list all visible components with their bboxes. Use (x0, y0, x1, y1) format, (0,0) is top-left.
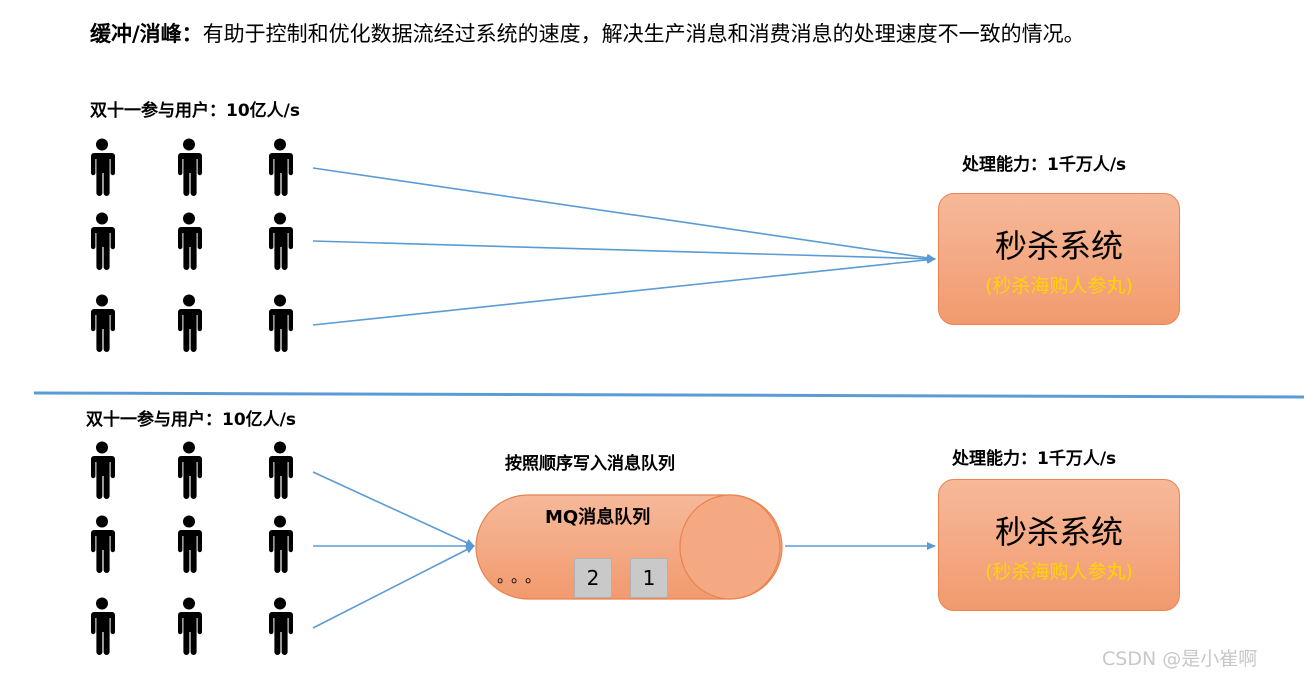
bottom-system-subtitle: (秒杀海购人参丸) (985, 560, 1133, 583)
mq-dots: 。。。 (497, 567, 548, 586)
person-icon (269, 515, 293, 573)
person-icon (91, 515, 115, 573)
person-icon (269, 597, 293, 655)
mq-cylinder-cap (679, 494, 781, 600)
title-text: 有助于控制和优化数据流经过系统的速度，解决生产消息和消费消息的处理速度不一致的情… (202, 22, 1085, 46)
watermark: CSDN @是小崔啊 (1102, 648, 1258, 670)
person-icon (91, 441, 115, 499)
person-icon (178, 515, 202, 573)
bottom-system-title: 秒杀系统 (994, 512, 1123, 551)
top-capacity-label: 处理能力：1千万人/s (962, 155, 1127, 175)
queue-label: 按照顺序写入消息队列 (505, 454, 675, 474)
person-icon (269, 212, 293, 270)
top-system-box: 秒杀系统 (秒杀海购人参丸) (938, 193, 1180, 325)
top-users-label: 双十一参与用户：10亿人/s (90, 101, 300, 121)
queue-slot-1: 1 (630, 558, 668, 598)
person-icon (91, 597, 115, 655)
bottom-users-label: 双十一参与用户：10亿人/s (86, 410, 296, 430)
queue-slot-2: 2 (574, 558, 612, 598)
person-icon (269, 294, 293, 352)
person-icon (178, 212, 202, 270)
person-icon (91, 294, 115, 352)
bottom-system-box: 秒杀系统 (秒杀海购人参丸) (938, 479, 1180, 611)
section-divider (33, 391, 1304, 399)
bottom-capacity-label: 处理能力：1千万人/s (952, 449, 1117, 469)
person-icon (269, 138, 293, 196)
title-bold: 缓冲/消峰： (90, 22, 203, 46)
top-system-subtitle: (秒杀海购人参丸) (985, 274, 1133, 297)
bottom-arrow-3 (312, 545, 475, 629)
page-title: 缓冲/消峰：有助于控制和优化数据流经过系统的速度，解决生产消息和消费消息的处理速… (90, 18, 1085, 48)
top-arrow-2 (312, 240, 936, 263)
person-icon (178, 294, 202, 352)
person-icon (178, 441, 202, 499)
person-icon (269, 441, 293, 499)
top-arrow-1 (312, 167, 936, 262)
person-icon (91, 212, 115, 270)
mq-title: MQ消息队列 (545, 507, 651, 528)
person-icon (91, 138, 115, 196)
bottom-arrow-1 (312, 471, 475, 547)
top-arrow-3 (312, 255, 936, 326)
person-icon (178, 597, 202, 655)
top-system-title: 秒杀系统 (994, 226, 1123, 265)
person-icon (178, 138, 202, 196)
